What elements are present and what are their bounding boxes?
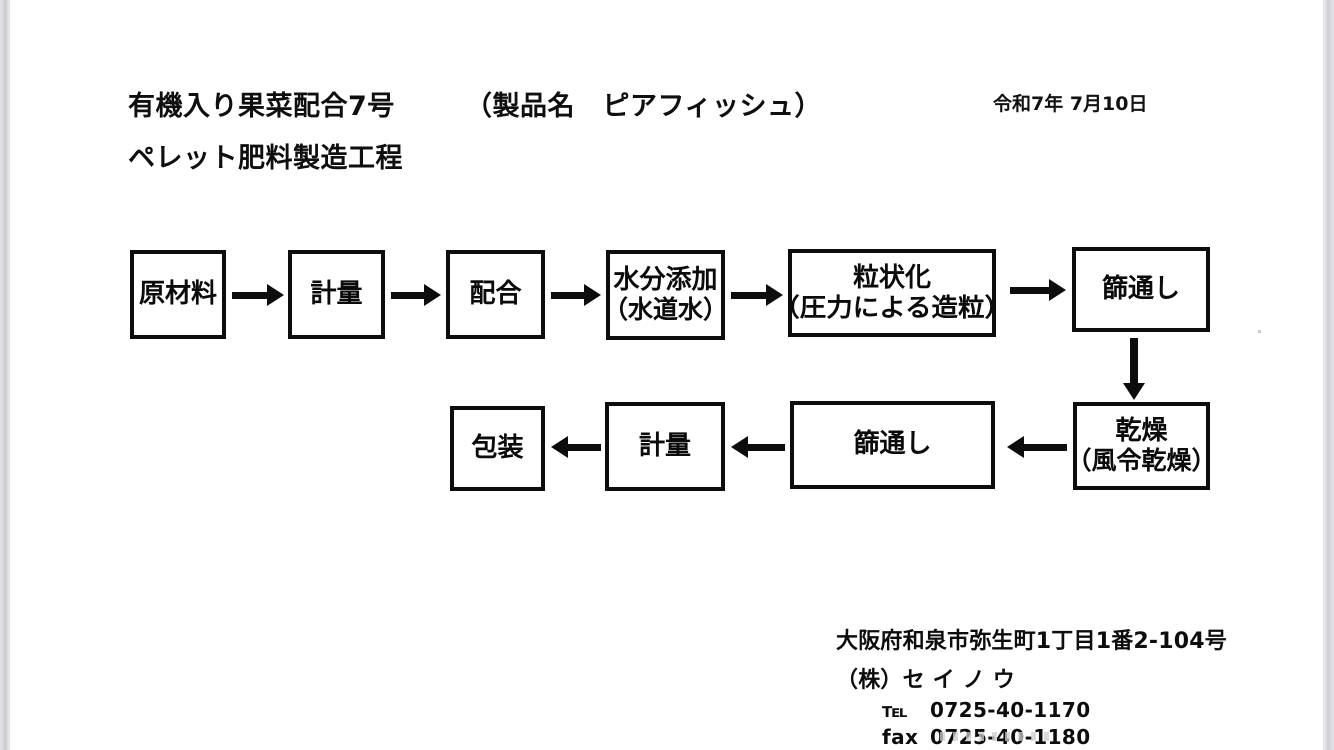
flow-node-label-line1: 水分添加	[613, 265, 718, 296]
flow-node-label: 原材料	[138, 278, 217, 309]
flow-node-weighing-1: 計量	[288, 250, 385, 339]
flow-node-sieving-1: 篩通し	[1072, 247, 1210, 332]
company-contact-block: 大阪府和泉市弥生町1丁目1番2-104号 （株）セ イ ノ ウ ℡ 0725-40…	[836, 623, 1227, 749]
arrow-down-icon-sieving-to-drying	[1122, 338, 1146, 400]
document-date: 令和7年 7月10日	[993, 93, 1148, 115]
page-gutter-left	[0, 0, 10, 750]
scan-artifact-speck	[1258, 330, 1261, 333]
arrow-left-icon-sieving-to-weighing	[731, 433, 785, 461]
flow-node-sieving-2: 篩通し	[790, 401, 995, 489]
company-name: （株）セ イ ノ ウ	[836, 668, 1015, 693]
telephone-label: ℡	[882, 698, 909, 722]
flow-node-drying: 乾燥 （風令乾燥）	[1067, 402, 1217, 490]
flow-node-water-addition: 水分添加 （水道水）	[603, 250, 729, 340]
flow-node-label-line1: 乾燥	[1115, 416, 1168, 447]
arrow-right-icon-blending-to-water	[551, 281, 601, 309]
flow-node-raw-material: 原材料	[130, 250, 226, 339]
company-address: 大阪府和泉市弥生町1丁目1番2-104号	[836, 629, 1227, 654]
flow-node-label: 篩通し	[1101, 273, 1180, 304]
scanned-document-page: 有機入り果菜配合7号 （製品名 ピアフィッシュ） ペレット肥料製造工程 令和7年…	[10, 0, 1323, 750]
arrow-right-icon-water-to-granulation	[731, 281, 783, 309]
flow-node-label: 篩通し	[853, 429, 932, 460]
fax-label: fax	[882, 725, 919, 749]
flow-node-label-line1: 粒状化	[852, 263, 931, 294]
flow-node-label-line2: （水道水）	[603, 294, 729, 324]
page-gutter-right	[1323, 0, 1334, 750]
telephone-row: ℡ 0725-40-1170	[882, 698, 1227, 722]
page-title-line1: 有機入り果菜配合7号	[128, 91, 395, 122]
flow-node-label: 包装	[471, 432, 524, 463]
flow-node-weighing-2: 計量	[605, 402, 725, 491]
telephone-number: 0725-40-1170	[930, 698, 1091, 722]
arrow-left-icon-weighing-to-packaging	[551, 433, 601, 461]
flow-node-granulation: 粒状化 （圧力による造粒）	[773, 249, 1011, 337]
arrow-right-icon-weighing-to-blending	[391, 281, 441, 309]
flow-node-blending: 配合	[446, 250, 545, 339]
arrow-left-icon-drying-to-sieving	[1007, 433, 1067, 461]
product-name-label: （製品名 ピアフィッシュ）	[465, 91, 822, 122]
flow-node-label-line2: （風令乾燥）	[1066, 445, 1217, 475]
arrow-right-icon-raw-to-weighing	[232, 281, 284, 309]
flow-node-label: 配合	[469, 278, 522, 309]
flow-node-label-line2: （圧力による造粒）	[773, 292, 1011, 322]
arrow-right-icon-granulation-to-sieving	[1010, 276, 1066, 304]
page-title-line2: ペレット肥料製造工程	[128, 143, 403, 174]
flow-node-label: 計量	[310, 278, 363, 309]
flow-node-label: 計量	[638, 430, 691, 461]
scan-artifact-smudge	[940, 732, 1050, 741]
flow-node-packaging: 包装	[450, 406, 545, 491]
fax-row: fax0725-40-1180	[882, 725, 1227, 749]
contact-numbers: ℡ 0725-40-1170 fax0725-40-1180	[882, 698, 1227, 749]
